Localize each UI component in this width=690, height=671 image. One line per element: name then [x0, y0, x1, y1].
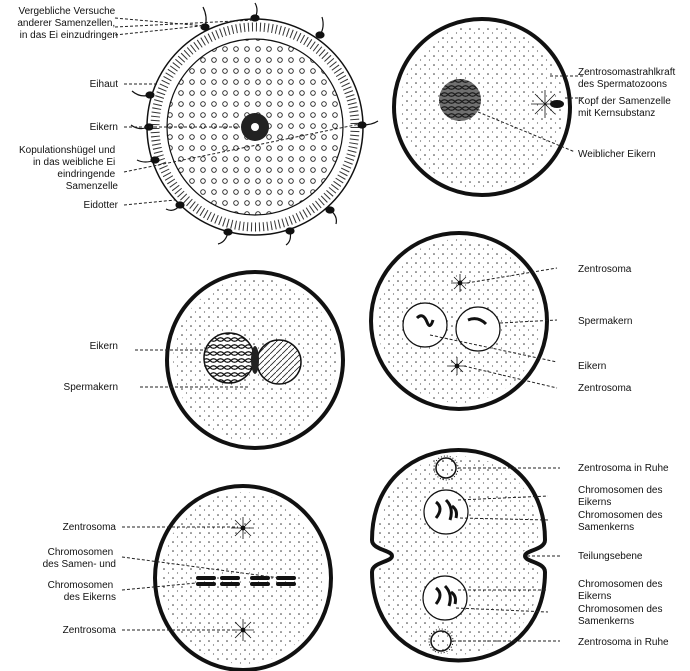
- label-kopulation: Kopulationshügel und in das weibliche Ei…: [19, 145, 118, 192]
- panel-2-sperm-entry: Zentrosomastrahlkraft des Spermatozoons …: [394, 19, 678, 195]
- label-chrom-ei-bottom: Chromosomen des Eikerns: [578, 579, 665, 602]
- label-ruhe-bottom: Zentrosoma in Ruhe: [578, 637, 669, 648]
- label-attempts: Vergebliche Versuche anderer Samenzellen…: [17, 6, 118, 41]
- label-spermakern-3: Spermakern: [64, 382, 118, 393]
- centrosome-rest-top: [436, 458, 456, 478]
- panel-1-egg: Vergebliche Versuche anderer Samenzellen…: [17, 3, 378, 245]
- label-eihaut: Eihaut: [90, 79, 119, 90]
- label-ruhe-top: Zentrosoma in Ruhe: [578, 463, 669, 474]
- label-chrom-ei-5: Chromosomen des Eikerns: [48, 580, 116, 603]
- panel-6-division: Zentrosoma in Ruhe Chromosomen des Eiker…: [372, 450, 669, 661]
- panel-5-metaphase: Zentrosoma Chromosomen des Samen- und Ch…: [43, 486, 331, 670]
- egg-pronucleus: [204, 333, 254, 383]
- label-chrom-samen-bottom: Chromosomen des Samenkerns: [578, 604, 665, 627]
- label-chrom-ei-top: Chromosomen des Eikerns: [578, 485, 665, 508]
- sperm-pronucleus: [257, 340, 301, 384]
- label-weiblicher: Weiblicher Eikern: [578, 149, 656, 160]
- nucleus-top-6: [424, 490, 468, 534]
- label-zentrosoma-top-4: Zentrosoma: [578, 264, 632, 275]
- label-eikern-4: Eikern: [578, 361, 606, 372]
- sperm-nucleus-4: [456, 307, 500, 351]
- leader-eidotter: [124, 200, 175, 205]
- sperm-head: [550, 100, 564, 108]
- egg-nucleus-4: [403, 303, 447, 347]
- label-eidotter: Eidotter: [84, 200, 119, 211]
- panel-4-prophase: Zentrosoma Spermakern Eikern Zentrosoma: [371, 233, 632, 409]
- label-chrom-samen-5: Chromosomen des Samen- und: [43, 547, 116, 570]
- label-kopf: Kopf der Samenzelle mit Kernsubstanz: [578, 96, 674, 119]
- label-chrom-samen-top: Chromosomen des Samenkerns: [578, 510, 665, 533]
- dividing-cytoplasm: [378, 456, 539, 655]
- nucleus-bottom-6: [423, 576, 467, 620]
- label-zentrosoma-top-5: Zentrosoma: [63, 522, 117, 533]
- centrosome-bottom-5: [232, 619, 254, 641]
- label-zentrosoma-bottom-5: Zentrosoma: [63, 625, 117, 636]
- label-spermakern-4: Spermakern: [578, 316, 632, 327]
- panel-3-pronuclei: Eikern Spermakern: [64, 272, 343, 448]
- centrosome-between: [251, 346, 259, 374]
- label-eikern: Eikern: [90, 122, 118, 133]
- centrosome-top-5: [232, 517, 254, 539]
- label-eikern-3: Eikern: [90, 341, 118, 352]
- centrosome-rest-bottom: [431, 631, 451, 651]
- label-zentrosomastrahl: Zentrosomastrahlkraft des Spermatozoons: [578, 67, 678, 90]
- egg-nucleus-core: [251, 123, 259, 131]
- label-teilung: Teilungsebene: [578, 551, 643, 562]
- label-zentrosoma-bottom-4: Zentrosoma: [578, 383, 632, 394]
- panel-2-cytoplasm: [400, 25, 564, 189]
